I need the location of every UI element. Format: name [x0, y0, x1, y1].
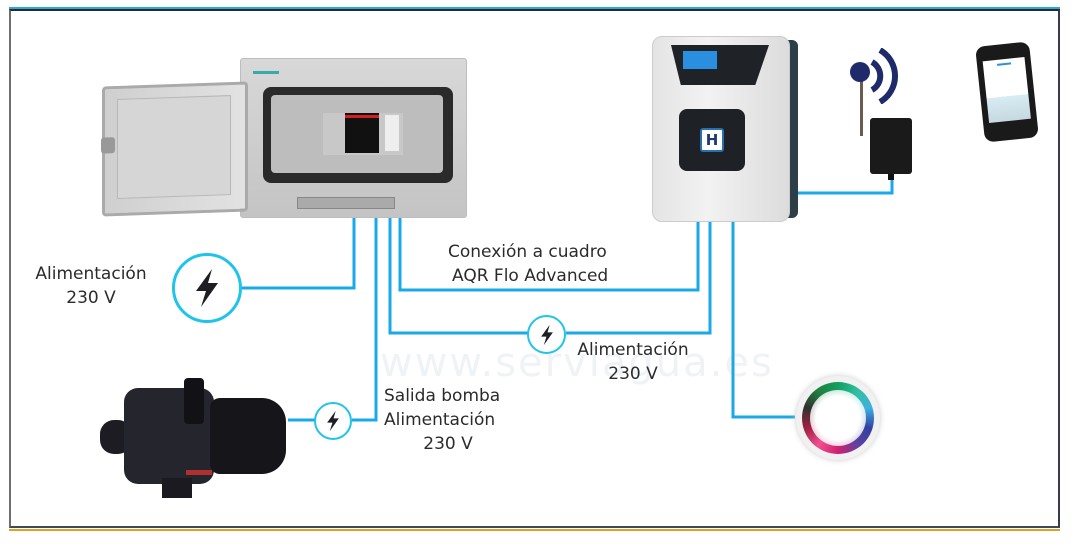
pump-brand-label	[186, 470, 212, 475]
wire-main-power	[240, 215, 356, 290]
wifi-module	[848, 48, 918, 186]
wire-led-light	[731, 222, 795, 419]
hayward-logo-icon: H	[700, 128, 724, 152]
watermark: www.serviagua.es	[380, 340, 774, 386]
antenna-ball	[850, 62, 870, 82]
pool-pump	[100, 378, 290, 498]
panel-door	[101, 81, 248, 217]
main-power-icon	[172, 253, 242, 323]
wire-controller-power	[388, 215, 528, 335]
electrical-panel	[240, 58, 467, 218]
wifi-signal-icon	[870, 48, 899, 104]
panel-window	[263, 87, 453, 183]
smartphone	[975, 41, 1039, 143]
lightning-bolt-icon	[327, 410, 339, 432]
wire-pump-output	[352, 215, 378, 422]
panel-logo	[253, 71, 279, 74]
door-latch	[101, 137, 115, 154]
controller: H	[652, 36, 802, 222]
antenna	[860, 74, 863, 136]
wire-panel-connection	[398, 215, 700, 292]
lightning-bolt-icon	[196, 269, 218, 307]
breaker	[323, 113, 403, 155]
controller-logo-panel: H	[679, 109, 745, 171]
lightning-bolt-icon	[540, 324, 553, 345]
controller-power-label: Alimentación 230 V	[577, 340, 689, 384]
pump-output-label: Salida bomba Alimentación 230 V	[384, 386, 501, 454]
wire-controller-power-2	[566, 222, 712, 335]
controller-power-icon	[527, 315, 566, 354]
diagram-frame	[9, 7, 1060, 531]
wifi-box	[870, 118, 912, 174]
controller-display	[683, 51, 717, 69]
wire-wifi-module	[792, 178, 894, 195]
led-pool-light	[796, 376, 880, 460]
smartphone-screen	[982, 56, 1031, 124]
pump-power-icon	[314, 402, 352, 440]
panel-label-strip	[297, 197, 395, 209]
main-power-label: Alimentación 230 V	[35, 264, 147, 308]
panel-connection-label: Conexión a cuadro AQR Flo Advanced	[448, 242, 609, 286]
